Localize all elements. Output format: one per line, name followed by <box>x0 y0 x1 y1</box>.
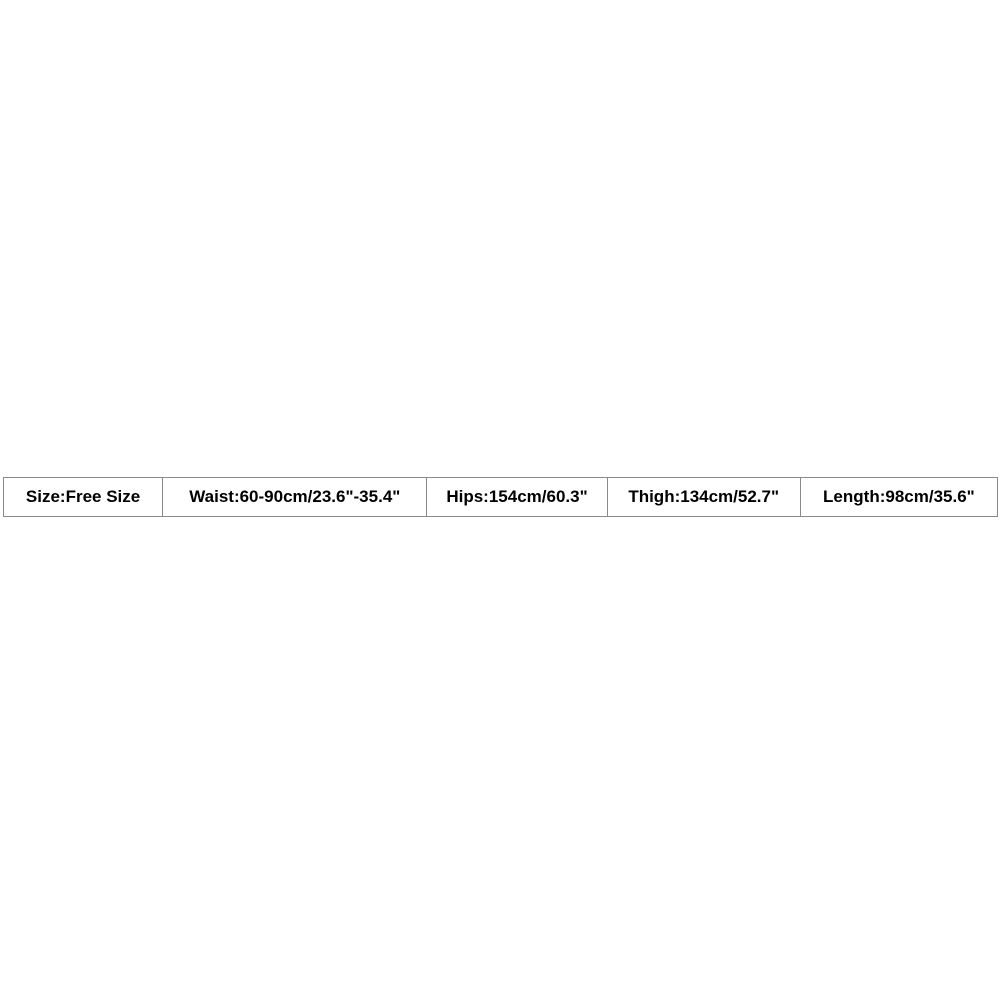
waist-cell: Waist:60-90cm/23.6"-35.4" <box>162 477 428 517</box>
length-cell: Length:98cm/35.6" <box>799 477 999 517</box>
thigh-cell: Thigh:134cm/52.7" <box>606 477 801 517</box>
table-row: Size:Free Size Waist:60-90cm/23.6"-35.4"… <box>2 477 999 517</box>
hips-cell: Hips:154cm/60.3" <box>426 477 608 517</box>
size-chart-table: Size:Free Size Waist:60-90cm/23.6"-35.4"… <box>2 477 999 517</box>
size-cell: Size:Free Size <box>2 477 164 517</box>
